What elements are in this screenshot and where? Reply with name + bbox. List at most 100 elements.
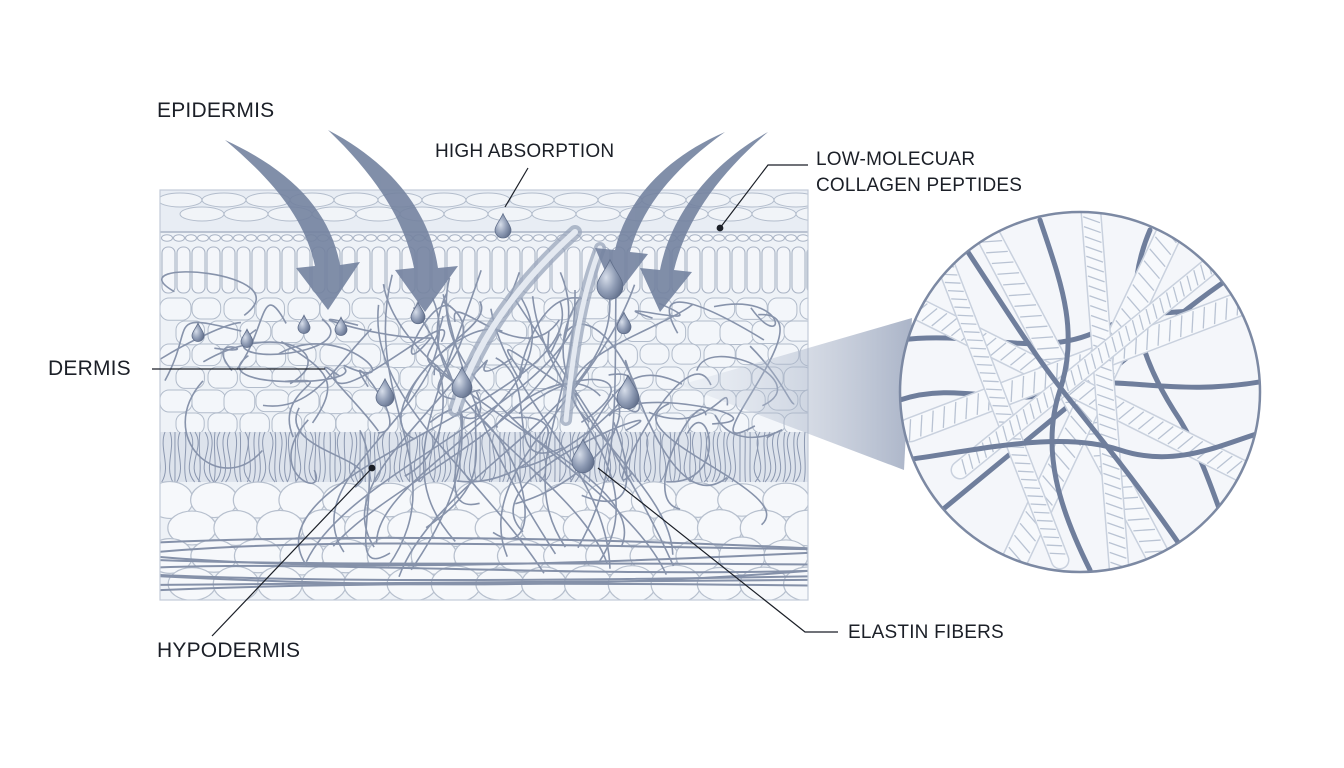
dermis-cell	[239, 366, 274, 389]
rope-twist	[1137, 272, 1155, 291]
elastin-fiber	[333, 329, 446, 385]
basal-cell	[686, 246, 701, 294]
dense-fiber	[603, 431, 610, 483]
rope-twist	[1166, 212, 1183, 232]
basal-cell	[356, 246, 371, 294]
descending-fiber	[377, 304, 545, 574]
dense-fiber	[294, 431, 297, 483]
elastin-fiber	[278, 343, 374, 374]
dermis-cell	[767, 297, 798, 322]
surface-flake	[531, 206, 577, 222]
rope-twist	[1149, 248, 1166, 268]
rope-twist	[980, 239, 1003, 243]
rope-twist	[1010, 352, 1027, 366]
granular-cell	[281, 234, 293, 242]
rope-twist	[1106, 512, 1124, 520]
dense-fiber	[208, 431, 215, 483]
dense-fiber	[703, 431, 712, 483]
dense-fiber	[502, 431, 506, 483]
elastin-fiber	[236, 304, 287, 371]
surface-flake	[223, 206, 269, 222]
dense-fiber	[257, 431, 261, 483]
long-fiber	[160, 536, 808, 550]
rope-twist	[1085, 245, 1103, 253]
rope-twist	[935, 257, 952, 260]
dermis-cell	[671, 389, 705, 412]
rope-twist	[931, 410, 934, 433]
rope-twist	[1017, 470, 1034, 473]
rope-twist	[1246, 470, 1260, 484]
descending-fiber	[500, 284, 636, 558]
rope-twist	[941, 317, 958, 332]
rope-twist	[1003, 282, 1025, 286]
granular-cell	[209, 234, 221, 242]
dermis-cell	[255, 297, 285, 323]
rope-twist	[1103, 472, 1121, 480]
rope-twist	[986, 250, 1008, 254]
surface-flake	[443, 206, 489, 222]
droplet-icon	[494, 212, 512, 239]
surface-flake	[751, 206, 797, 222]
granular-cell	[473, 234, 485, 242]
rope-twist	[1146, 328, 1149, 351]
rope-twist	[1033, 371, 1036, 394]
dermis-cell	[575, 389, 610, 414]
rope-twist	[1069, 381, 1086, 396]
dermis-cell	[655, 320, 687, 345]
dense-fiber	[354, 431, 359, 483]
elastin-fiber	[668, 301, 765, 341]
basal-cell	[266, 246, 281, 294]
dermis-cell	[160, 297, 192, 321]
rope-twist	[1091, 324, 1109, 332]
dense-fiber	[284, 431, 288, 483]
rope-twist	[1124, 325, 1131, 342]
granular-cell	[257, 234, 269, 242]
dermis-cell	[271, 366, 302, 388]
dermis-cell	[799, 297, 808, 320]
rope-twist	[1118, 331, 1124, 347]
rope-twist	[931, 312, 948, 327]
rope-twist	[1225, 298, 1228, 320]
dense-fiber	[286, 431, 291, 483]
rope-twist	[942, 406, 946, 428]
granular-cell	[353, 234, 365, 242]
rope-twist	[1030, 503, 1047, 506]
dermis-cell	[703, 343, 736, 368]
granular-cell	[725, 234, 737, 242]
rope-twist	[1167, 430, 1184, 445]
rope-twist	[1213, 302, 1217, 325]
dense-fiber	[193, 431, 201, 483]
dense-fiber	[672, 431, 676, 483]
surface-flake	[160, 192, 203, 208]
rope-twist	[1049, 386, 1056, 403]
dermis-cell	[351, 343, 382, 369]
rope-twist	[1008, 420, 1015, 436]
rope-twist	[1077, 364, 1083, 381]
rope-twist	[1193, 270, 1199, 286]
elastin-fiber	[280, 340, 329, 424]
descending-fiber	[398, 288, 611, 578]
rope-twist	[1090, 314, 1108, 322]
rope-twist	[1042, 357, 1065, 361]
granular-cell	[197, 234, 209, 242]
droplet-icon	[297, 314, 311, 334]
rope-twist	[989, 396, 1006, 399]
dense-fiber	[308, 431, 316, 483]
dense-fiber	[704, 431, 708, 483]
rope-twist	[1078, 386, 1095, 401]
dense-fiber	[322, 431, 326, 483]
dense-fiber	[731, 431, 736, 483]
label-hypodermis: HYPODERMIS	[157, 639, 301, 662]
granular-cell	[485, 234, 497, 242]
rope-twist	[1011, 454, 1028, 457]
dense-fiber	[380, 431, 387, 483]
rope-twist	[1154, 236, 1172, 256]
rope-twist	[1179, 281, 1185, 297]
dermis-cell	[335, 412, 370, 435]
elastin-fiber	[164, 321, 242, 382]
dermis-cell	[319, 343, 353, 367]
surface-flake	[795, 207, 808, 221]
basal-cell	[461, 246, 476, 294]
dermis-cell	[175, 412, 205, 436]
absorption-arrows	[225, 130, 768, 312]
